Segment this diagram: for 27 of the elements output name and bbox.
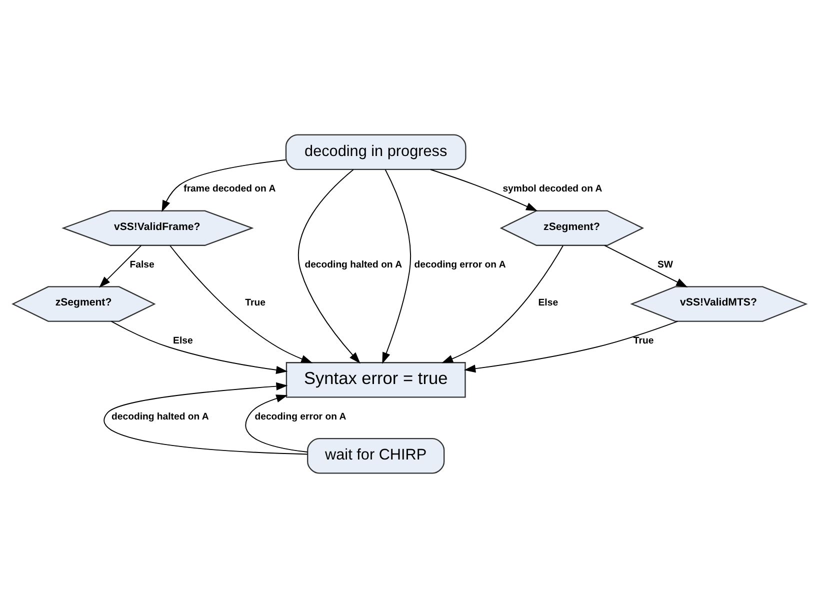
arrow bbox=[382, 169, 411, 364]
edge-label: Else bbox=[538, 297, 558, 308]
edge-label: decoding halted on A bbox=[112, 411, 209, 422]
edge-label: False bbox=[130, 259, 154, 270]
arrow bbox=[110, 320, 288, 374]
edge-label: decoding error on A bbox=[254, 411, 346, 422]
arrow bbox=[430, 169, 538, 212]
edge-label: SW bbox=[657, 259, 673, 270]
arrow bbox=[99, 244, 142, 288]
arrow bbox=[298, 169, 360, 364]
edge-label: symbol decoded on A bbox=[502, 184, 602, 195]
arrow bbox=[104, 382, 308, 455]
edge-label: True bbox=[633, 335, 654, 346]
arrow bbox=[245, 394, 308, 452]
edge-label: decoding halted on A bbox=[304, 259, 402, 270]
arrow bbox=[604, 244, 688, 288]
edge-label: frame decoded on A bbox=[184, 184, 276, 195]
arrow bbox=[170, 245, 313, 364]
edge-label: Else bbox=[173, 335, 193, 346]
arrow bbox=[442, 245, 564, 364]
arrow bbox=[162, 159, 286, 212]
node-box: Syntax error = true bbox=[286, 362, 466, 398]
edge-label: decoding error on A bbox=[414, 259, 506, 270]
node-box: decoding in progress bbox=[285, 134, 466, 170]
node-box: wait for CHIRP bbox=[307, 438, 445, 474]
arrow bbox=[464, 320, 678, 373]
edge-label: True bbox=[245, 297, 266, 308]
